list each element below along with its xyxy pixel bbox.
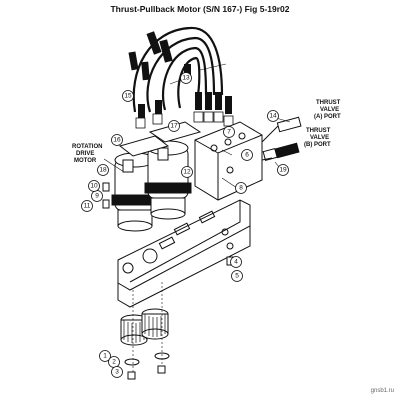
callout-circle-18 xyxy=(97,164,109,176)
callout-circle-12 xyxy=(181,166,193,178)
callout-number-2: 2 xyxy=(112,359,116,366)
callout-number-4: 4 xyxy=(234,259,238,266)
mounting-bolts xyxy=(102,182,234,266)
callout-number-19: 19 xyxy=(279,167,287,174)
callout-circle-16 xyxy=(111,134,123,146)
callout-number-1: 1 xyxy=(103,353,107,360)
callout-circle-17 xyxy=(168,120,180,132)
callout-circle-7 xyxy=(223,126,235,138)
svg-text:THRUST: THRUST xyxy=(306,128,331,134)
callout-number-10: 10 xyxy=(90,183,98,190)
drive-gears xyxy=(120,282,170,380)
callout-number-18: 18 xyxy=(99,167,107,174)
rotation-drive-motors xyxy=(111,121,202,232)
callout-circle-3 xyxy=(111,366,123,378)
svg-text:MOTOR: MOTOR xyxy=(74,158,97,164)
callout-number-15: 15 xyxy=(124,93,132,100)
svg-text:VALVE: VALVE xyxy=(310,135,329,141)
callout-number-11: 11 xyxy=(84,203,91,210)
watermark: gnsb1.ru xyxy=(370,388,394,394)
callout-circle-4 xyxy=(230,256,242,268)
callout-circle-19 xyxy=(277,164,289,176)
callout-number-13: 13 xyxy=(182,75,190,82)
manifold-block xyxy=(194,121,263,201)
callout-number-6: 6 xyxy=(245,152,249,159)
callout-circle-11 xyxy=(81,200,93,212)
callout-number-5: 5 xyxy=(235,273,239,280)
svg-text:DRIVE: DRIVE xyxy=(76,151,94,157)
callout-number-8: 8 xyxy=(239,185,243,192)
callout-circle-10 xyxy=(88,180,100,192)
callout-circle-8 xyxy=(235,182,247,194)
callout-circle-14 xyxy=(267,110,279,122)
rotation-drive-motor-label: ROTATION DRIVE MOTOR xyxy=(72,144,102,164)
frame-plate xyxy=(117,199,251,308)
thrust-valve-b-label: THRUST VALVE (B) PORT xyxy=(304,128,331,148)
svg-text:THRUST: THRUST xyxy=(316,100,341,106)
svg-text:(A) PORT: (A) PORT xyxy=(314,114,341,120)
callout-circle-15 xyxy=(122,90,134,102)
thrust-valve-a-label: THRUST VALVE (A) PORT xyxy=(314,100,341,120)
callout-number-3: 3 xyxy=(115,369,119,376)
callout-number-14: 14 xyxy=(269,113,277,120)
hose-assemblies xyxy=(128,26,234,129)
thrust-valve-fittings xyxy=(261,116,302,161)
callout-circle-6 xyxy=(241,149,253,161)
page-title: Thrust-Pullback Motor (S/N 167-) Fig 5-1… xyxy=(110,4,290,14)
svg-text:(B) PORT: (B) PORT xyxy=(304,142,331,148)
callout-number-12: 12 xyxy=(183,169,191,176)
callout-circle-13 xyxy=(180,72,192,84)
callout-number-17: 17 xyxy=(170,123,178,130)
callout-number-16: 16 xyxy=(113,137,121,144)
svg-text:ROTATION: ROTATION xyxy=(72,144,102,150)
svg-text:VALVE: VALVE xyxy=(320,107,339,113)
callout-circle-1 xyxy=(99,350,111,362)
callout-circle-5 xyxy=(231,270,243,282)
callout-number-9: 9 xyxy=(95,193,99,200)
callout-number-7: 7 xyxy=(227,129,231,136)
